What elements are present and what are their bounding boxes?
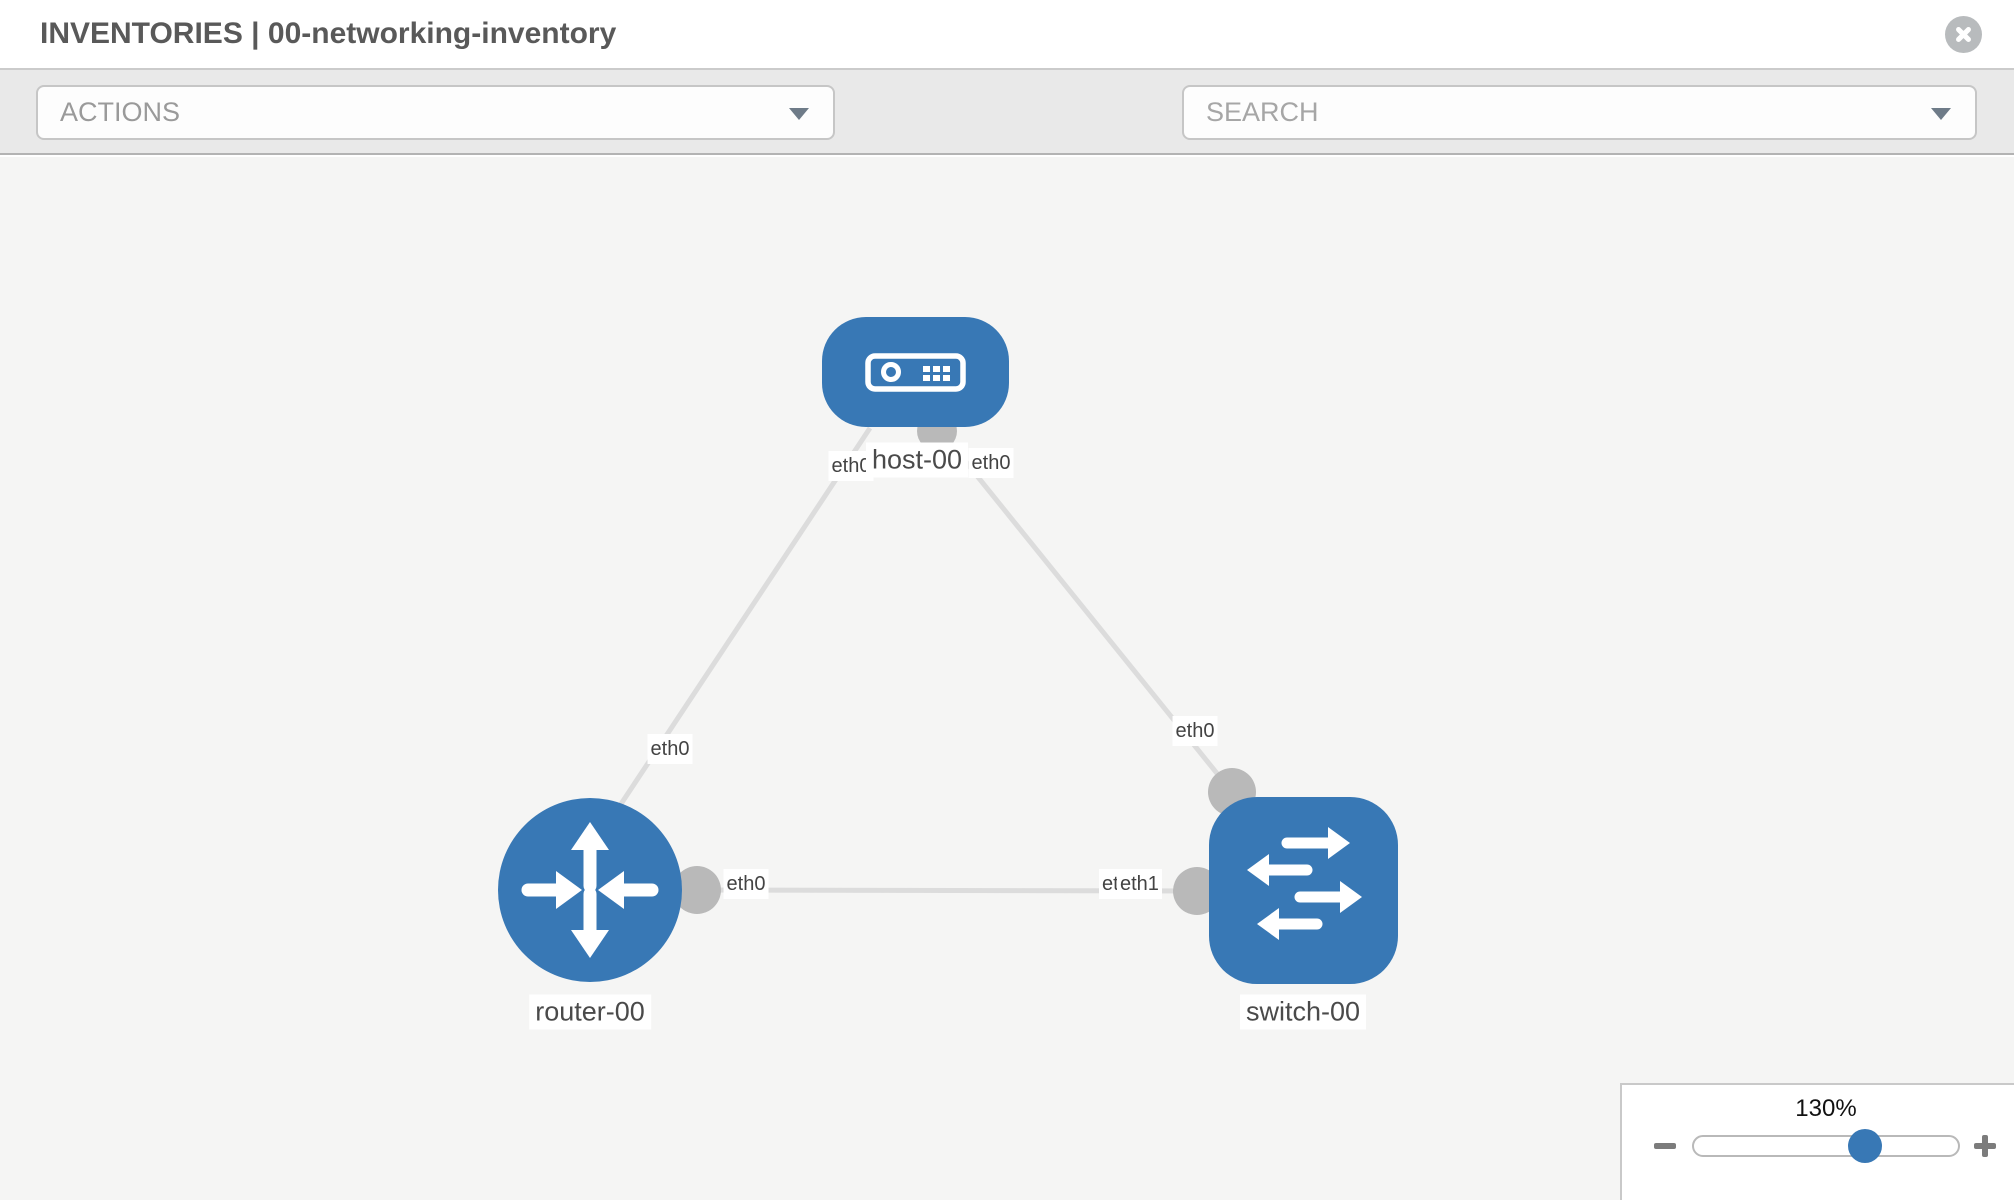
topology-canvas[interactable] bbox=[0, 157, 2014, 1200]
page-title: INVENTORIES | 00-networking-inventory bbox=[40, 17, 617, 50]
zoom-level: 130% bbox=[1795, 1095, 1857, 1122]
actions-dropdown[interactable]: ACTIONS bbox=[36, 85, 835, 140]
node-router[interactable] bbox=[498, 798, 682, 982]
toolbar: ACTIONS SEARCH bbox=[0, 70, 2014, 211]
plus-icon bbox=[1982, 1135, 1988, 1157]
node-label-switch: switch-00 bbox=[1239, 994, 1367, 1030]
actions-dropdown-label: ACTIONS bbox=[60, 97, 181, 127]
search-dropdown-label: SEARCH bbox=[1206, 97, 1319, 127]
node-host[interactable] bbox=[822, 317, 1009, 427]
close-button[interactable] bbox=[1945, 16, 1982, 53]
zoom-slider-track[interactable] bbox=[1692, 1135, 1960, 1157]
search-dropdown[interactable]: SEARCH bbox=[1182, 85, 1977, 140]
endpoint-router-eth0 bbox=[673, 866, 721, 914]
zoom-in-button[interactable] bbox=[1972, 1133, 1998, 1159]
minus-icon bbox=[1654, 1143, 1676, 1149]
chevron-down-icon bbox=[789, 107, 809, 120]
port-label-host-eth0-right: eth0 bbox=[968, 448, 1014, 478]
zoom-out-button[interactable] bbox=[1652, 1133, 1678, 1159]
topology-svg bbox=[498, 317, 1398, 984]
node-label-router: router-00 bbox=[529, 994, 651, 1030]
chevron-down-icon bbox=[1931, 107, 1951, 120]
router-icon bbox=[521, 822, 659, 958]
port-label-router-eth0-right: eth0 bbox=[723, 869, 769, 899]
switch-icon bbox=[1247, 827, 1362, 940]
port-label-switch-eth1-front: eth1 bbox=[1117, 869, 1162, 899]
zoom-panel: 130% bbox=[1620, 1083, 2014, 1200]
header: INVENTORIES | 00-networking-inventory bbox=[0, 0, 2014, 70]
node-switch[interactable] bbox=[1209, 797, 1398, 984]
port-label-router-eth0-up: eth0 bbox=[647, 734, 693, 764]
host-icon bbox=[865, 353, 966, 392]
zoom-slider-knob[interactable] bbox=[1848, 1129, 1882, 1163]
node-label-host: host-00 bbox=[865, 442, 969, 478]
port-label-switch-eth0-up: eth0 bbox=[1172, 716, 1218, 746]
